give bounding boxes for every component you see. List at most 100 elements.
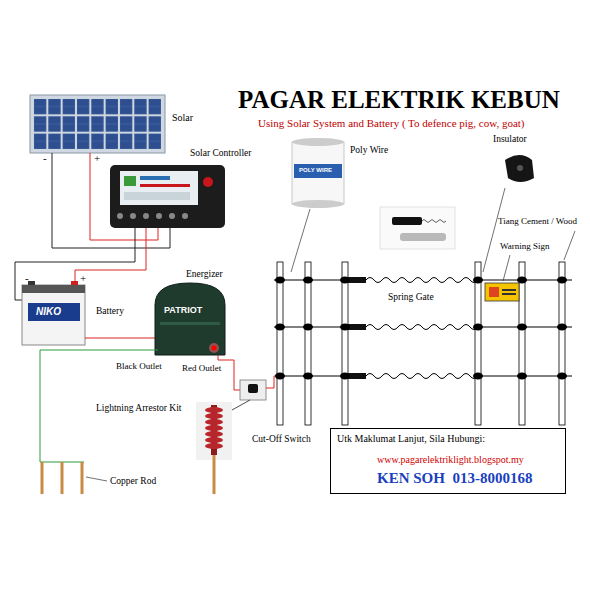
arrestor-disc (205, 437, 223, 443)
fence-wire (280, 376, 572, 377)
controller-face (120, 171, 198, 205)
product-text: NIKO (36, 306, 61, 317)
fence-post (342, 262, 348, 425)
insulator (303, 324, 313, 331)
controller-body (110, 165, 225, 228)
panel-cells (33, 98, 162, 150)
part-label: Solar (172, 112, 193, 123)
terminal (182, 213, 188, 219)
red-led (212, 346, 217, 351)
gate-handle (348, 277, 366, 283)
post-insulators (275, 277, 567, 380)
polarity-mark: - (43, 152, 47, 164)
polarity-mark: + (94, 152, 100, 164)
part-label: Energizer (186, 269, 223, 279)
spool-body (292, 142, 344, 204)
terminal (143, 213, 149, 219)
led-glow (209, 343, 219, 353)
terminal (169, 213, 175, 219)
diagram-title: PAGAR ELEKTRIK KEBUN (238, 86, 560, 114)
spool-flange (292, 200, 344, 208)
gate-spring (422, 220, 446, 223)
copper-rod (41, 462, 44, 494)
insulator (275, 277, 285, 284)
website-url: www.pagarelektriklight.blogspot.my (337, 454, 559, 466)
part-label: Poly Wire (350, 145, 388, 155)
insulator (473, 373, 483, 380)
controller-button (203, 177, 213, 187)
gate-tube (400, 233, 446, 241)
battery-lid (22, 285, 85, 293)
positive-wire (85, 338, 155, 339)
insulator (517, 324, 527, 331)
part-label: Red Outlet (182, 364, 221, 374)
positive-wire (75, 228, 146, 285)
insulator (473, 324, 483, 331)
arrestor-disc (205, 413, 223, 419)
lightning-arrestor (196, 402, 232, 460)
insulator (517, 373, 527, 380)
solar-controller (110, 165, 225, 228)
spring-gate-coil (366, 278, 478, 283)
insulator (303, 277, 313, 284)
battery-body (22, 285, 85, 345)
spool-flange (292, 138, 344, 146)
fence-post (305, 262, 311, 425)
copper-rod (213, 455, 216, 494)
gate-handle-picture (380, 207, 455, 249)
terminal (130, 213, 136, 219)
part-label: Tiang Cement / Wood (498, 217, 577, 227)
insulator (473, 277, 483, 284)
negative-wire (15, 228, 135, 300)
part-label: Copper Rod (110, 476, 156, 486)
arrestor-disc (205, 407, 223, 413)
arrestor-disc (205, 419, 223, 425)
battery-terminal (71, 281, 78, 285)
insulator (340, 324, 350, 331)
gate-handles (348, 277, 366, 379)
insulator (340, 277, 350, 284)
warning-sign-mark (502, 293, 516, 295)
contact-heading: Utk Maklumat Lanjut, Sila Hubungi: (337, 433, 559, 445)
product-text: POLY WIRE (299, 167, 332, 174)
gate-handle (348, 324, 366, 330)
gate-handle (348, 373, 366, 379)
fence-post (559, 262, 565, 425)
controller-stripe (140, 176, 170, 180)
solar-panel (30, 95, 165, 153)
leader-line (564, 231, 575, 260)
fence-wire (274, 327, 572, 328)
copper-rod (81, 462, 84, 494)
insulator (340, 373, 350, 380)
part-label: Black Outlet (116, 362, 162, 372)
fence-post (475, 262, 481, 425)
part-label: Solar Controller (190, 148, 251, 158)
part-label: Spring Gate (388, 292, 434, 302)
photo-ground (380, 207, 455, 249)
spring-gate-coil (366, 325, 478, 330)
energizer-trim (160, 322, 220, 325)
controller-led-panel (124, 176, 136, 186)
polarity-mark: + (80, 272, 86, 284)
fence-wire (274, 280, 572, 281)
panel-frame (30, 95, 165, 153)
terminal (156, 213, 162, 219)
spool-label-band (294, 164, 342, 178)
fence-post (519, 262, 525, 425)
battery (22, 281, 85, 345)
warning-sign-symbol (489, 287, 499, 297)
product-text: PATRIOT (164, 306, 202, 316)
terminal (117, 213, 123, 219)
part-label: Insulator (493, 134, 527, 144)
contact-box: Utk Maklumat Lanjut, Sila Hubungi: www.pa… (330, 428, 566, 494)
part-label: Battery (96, 306, 124, 316)
part-label: Warning Sign (500, 242, 550, 252)
arrestor-photo-ground (196, 402, 232, 460)
arrestor-disc (205, 443, 223, 449)
fence-post (277, 262, 283, 425)
leader-line (483, 188, 505, 272)
insulator (517, 277, 527, 284)
subtitle: Using Solar System and Battery ( To defe… (258, 117, 525, 129)
insulator (303, 373, 313, 380)
polarity-mark: - (25, 272, 29, 284)
